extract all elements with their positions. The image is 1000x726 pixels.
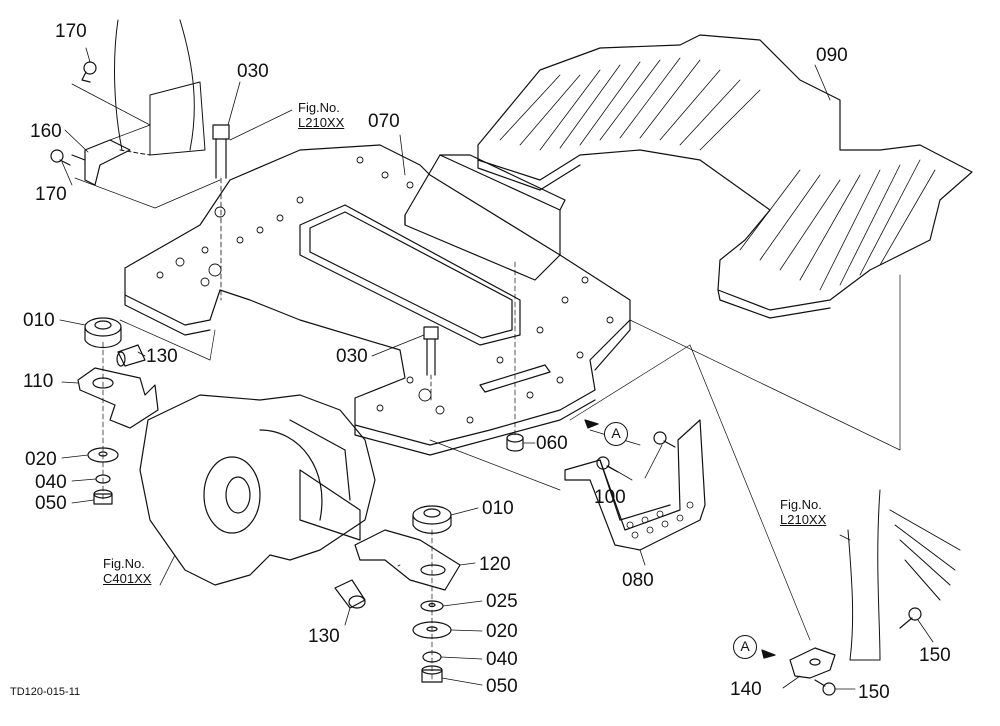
label-010-left: 010 <box>23 310 55 331</box>
bracket-120 <box>354 529 461 591</box>
figref-right: Fig.No. L210XX <box>780 497 826 527</box>
stopper-060 <box>506 259 524 452</box>
bolt-170 <box>50 61 97 166</box>
callout-arrows <box>584 419 776 659</box>
floor-mat-090 <box>477 34 973 319</box>
label-080: 080 <box>622 570 654 591</box>
center-hump <box>404 154 566 281</box>
label-160: 160 <box>30 121 62 142</box>
bolt-150 <box>814 607 922 696</box>
label-025: 025 <box>486 591 518 612</box>
figref-left-ref: C401XX <box>103 571 152 586</box>
label-030-top: 030 <box>237 61 269 82</box>
figref-top-title: Fig.No. <box>298 100 340 115</box>
label-060: 060 <box>536 433 568 454</box>
label-050-right: 050 <box>486 676 518 697</box>
label-140: 140 <box>730 679 762 700</box>
column-outline <box>114 19 206 156</box>
bolt-130-bottom <box>334 579 366 609</box>
label-130-left: 130 <box>146 346 178 367</box>
figref-left-title: Fig.No. <box>103 556 145 571</box>
mount-010-left <box>84 317 122 349</box>
label-020-left: 020 <box>25 449 57 470</box>
figref-top: Fig.No. L210XX <box>298 100 344 130</box>
assembly-lines <box>74 177 901 641</box>
label-170-bottom: 170 <box>35 184 67 205</box>
transmission-housing <box>139 394 376 586</box>
label-100: 100 <box>594 487 626 508</box>
floor-plate-070 <box>124 144 631 456</box>
figref-left: Fig.No. C401XX <box>103 556 151 586</box>
callout-a-lower: A <box>733 635 757 659</box>
fender-outline <box>847 489 961 661</box>
bolt-130-left <box>116 344 146 367</box>
bracket-140 <box>789 647 836 679</box>
figref-right-title: Fig.No. <box>780 497 822 512</box>
label-110: 110 <box>23 371 54 392</box>
label-120: 120 <box>479 554 511 575</box>
bolt-030-middle <box>423 326 439 401</box>
label-170-top: 170 <box>55 21 87 42</box>
label-050-left: 050 <box>35 493 67 514</box>
bracket-110 <box>77 367 159 429</box>
label-090: 090 <box>816 45 848 66</box>
figref-top-ref: L210XX <box>298 115 345 130</box>
label-130-bottom: 130 <box>308 626 340 647</box>
label-150-right: 150 <box>919 645 951 666</box>
label-070: 070 <box>368 111 400 132</box>
drawing-id: TD120-015-11 <box>10 686 81 698</box>
figref-right-ref: L210XX <box>780 512 827 527</box>
mount-010-right <box>412 505 452 534</box>
label-040-left: 040 <box>35 472 67 493</box>
label-150-bottom: 150 <box>858 682 890 703</box>
leader-lines <box>59 47 934 690</box>
label-030-middle: 030 <box>336 346 368 367</box>
label-040-right: 040 <box>486 649 518 670</box>
bolt-030-top <box>212 124 230 301</box>
callout-a-upper: A <box>604 422 628 446</box>
step-080 <box>564 419 706 551</box>
label-010-right: 010 <box>482 498 514 519</box>
label-020-right: 020 <box>486 621 518 642</box>
